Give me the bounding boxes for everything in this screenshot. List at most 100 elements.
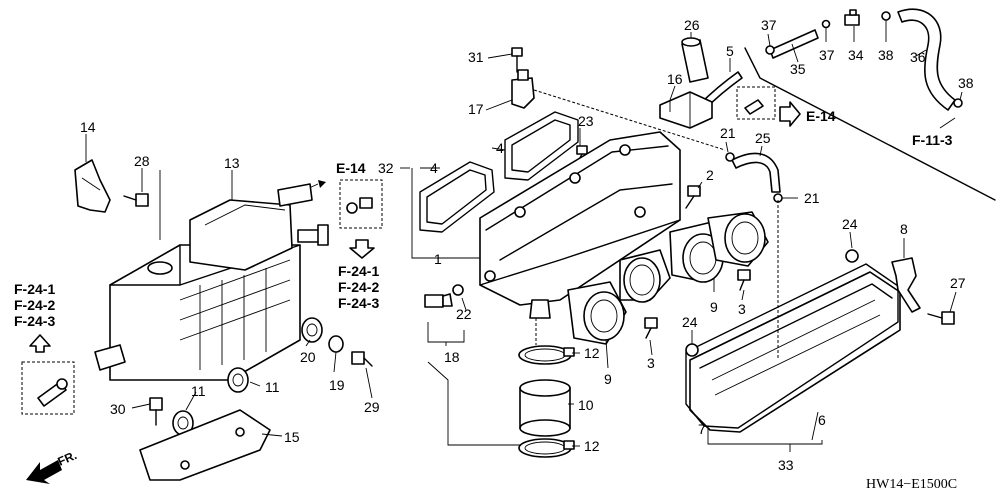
callout-22: 22	[456, 306, 472, 322]
breather-hose-36	[897, 8, 956, 111]
callout-20: 20	[300, 349, 316, 365]
callout-25: 25	[755, 130, 771, 146]
callout-16: 16	[667, 71, 683, 87]
bolt-27	[927, 311, 955, 325]
cooler-body	[94, 244, 301, 381]
boot-9-upper-left	[619, 249, 671, 303]
callout-31: 31	[468, 49, 484, 65]
gasket-7	[685, 263, 899, 429]
callout-numbers: 1 2 3 3 4 4 5 6 7 8 9 9 10 11 11 12 12 1…	[80, 17, 974, 473]
callout-37-left: 37	[761, 17, 777, 33]
ref-box-f24-left	[21, 361, 75, 415]
callout-4-lower: 4	[430, 160, 438, 176]
boot-9-lower	[567, 281, 627, 345]
callout-11-right: 11	[265, 379, 280, 395]
valve-16	[659, 91, 713, 129]
callout-12-lower: 12	[584, 438, 600, 454]
bolt-30	[149, 397, 163, 426]
callout-4-upper: 4	[496, 140, 504, 156]
callout-15: 15	[284, 429, 300, 445]
ref-f24-1-left: F-24-1	[14, 281, 55, 297]
callout-6: 6	[818, 412, 826, 428]
callout-38-right: 38	[958, 75, 974, 91]
bolt-3-upper	[737, 269, 751, 291]
bracket-8	[891, 257, 921, 313]
callout-30: 30	[110, 401, 126, 417]
callout-18: 18	[444, 349, 460, 365]
ref-box-e14-mid	[339, 179, 383, 229]
ref-box-e14-top	[736, 86, 776, 120]
fitting-34	[844, 9, 860, 26]
filter-10	[519, 379, 571, 437]
callout-28: 28	[134, 153, 150, 169]
clip-38b	[953, 98, 963, 108]
callout-34: 34	[848, 47, 864, 63]
callout-19: 19	[329, 377, 345, 393]
clip-21a	[725, 152, 735, 162]
callout-21-upper: 21	[720, 125, 736, 141]
callout-33: 33	[778, 457, 794, 473]
grommet-20	[301, 317, 323, 343]
callout-13: 13	[224, 155, 240, 171]
heat-shield-13	[189, 183, 313, 271]
ref-e14-mid: E-14	[336, 160, 366, 176]
ref-e14-top: E-14	[806, 108, 836, 124]
hose-26	[681, 37, 709, 83]
callout-27: 27	[950, 275, 966, 291]
collar-19	[328, 335, 344, 353]
callout-8: 8	[900, 221, 908, 237]
callout-5: 5	[726, 43, 734, 59]
callout-9-lower: 9	[604, 371, 612, 387]
clip-37b	[821, 19, 831, 29]
callout-21-lower: 21	[804, 190, 820, 206]
air-cleaner-cover-6	[689, 271, 901, 433]
arrow-down-f24	[349, 239, 375, 259]
leader-lines	[85, 20, 963, 452]
bracket-15	[139, 409, 271, 481]
callout-29: 29	[364, 399, 380, 415]
sensor-18	[424, 284, 464, 308]
ref-f24-3-mid: F-24-3	[338, 295, 379, 311]
ref-f24-2-mid: F-24-2	[338, 279, 379, 295]
clip-38a	[881, 11, 891, 21]
callout-14: 14	[80, 119, 96, 135]
callout-26: 26	[684, 17, 700, 33]
callout-24-lower: 24	[682, 314, 698, 330]
band-12-upper	[518, 345, 575, 365]
breather-area-divider	[744, 47, 996, 201]
bolt-31	[511, 47, 523, 73]
front-label: FR.	[56, 448, 79, 469]
ref-f24-3-left: F-24-3	[14, 313, 55, 329]
callout-17: 17	[468, 101, 484, 117]
band-12-lower	[518, 438, 575, 458]
ref-f24-1-mid: F-24-1	[338, 263, 379, 279]
intake-manifold-1	[479, 131, 681, 319]
callout-36: 36	[910, 49, 926, 65]
bolt-28	[123, 193, 149, 207]
grommet-11-right	[227, 367, 249, 393]
reference-labels: E-14 E-14 F-11-3 F-24-1 F-24-2 F-24-3 F-…	[14, 108, 957, 492]
arrow-up-f24	[29, 334, 51, 353]
gasket-4-small	[419, 161, 495, 233]
boot-9-top-right	[707, 211, 769, 267]
callout-32: 32	[378, 160, 394, 176]
bolt-29	[351, 351, 373, 367]
callout-12-upper: 12	[584, 345, 600, 361]
collar-24-upper	[845, 249, 859, 263]
callout-1: 1	[434, 251, 442, 267]
diagram-code: HW14−E1500C	[866, 477, 957, 492]
front-direction-arrow	[26, 460, 62, 484]
callout-11-left: 11	[191, 383, 206, 399]
callout-10: 10	[578, 397, 594, 413]
hose-25	[731, 152, 781, 193]
callout-7: 7	[698, 421, 706, 437]
sensor-17	[511, 69, 535, 109]
callout-2: 2	[706, 167, 714, 183]
callout-3-upper: 3	[738, 301, 746, 317]
callout-9-upper: 9	[710, 299, 718, 315]
callout-24-upper: 24	[842, 216, 858, 232]
ref-f24-2-left: F-24-2	[14, 297, 55, 313]
callout-35: 35	[790, 61, 806, 77]
